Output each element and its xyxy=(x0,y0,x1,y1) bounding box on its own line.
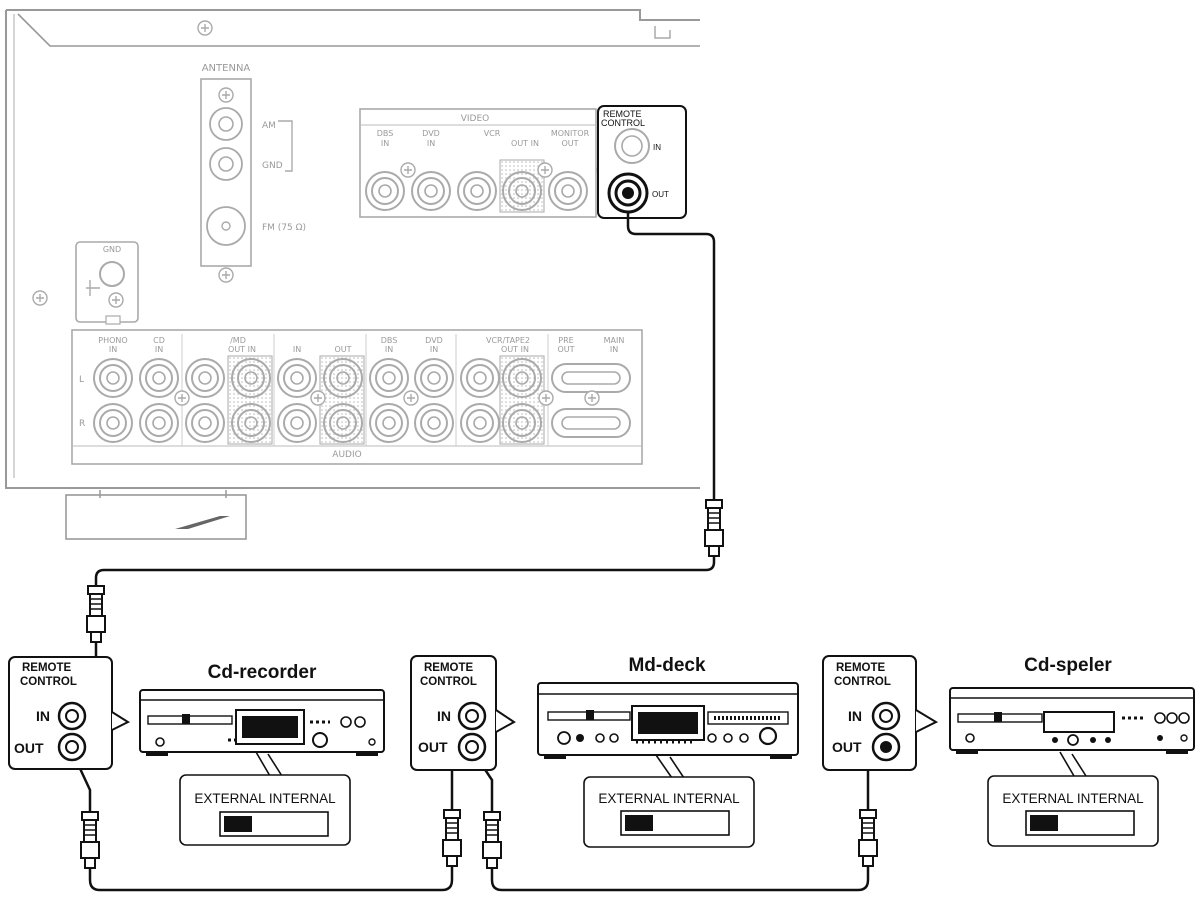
video-jack-label-3: VCR xyxy=(484,129,501,138)
plug-icon xyxy=(858,809,878,867)
switch-label: EXTERNAL INTERNAL xyxy=(1002,791,1144,806)
remote-in-label: IN xyxy=(848,708,862,724)
remote-label-1: REMOTE xyxy=(424,662,474,674)
plug-icon xyxy=(442,809,462,867)
video-jack-sub-3: OUT IN xyxy=(511,139,539,148)
receiver-remote-out: OUT xyxy=(652,190,669,199)
am-label: AM xyxy=(262,121,276,131)
receiver-remote-in: IN xyxy=(653,143,661,152)
video-jacks: VIDEO DBS IN DVD IN VCR OUT IN MONITOR O… xyxy=(359,108,612,218)
video-jack-label-2: DVD xyxy=(422,129,440,138)
plug-icon xyxy=(86,585,106,643)
receiver-remote-label-2: CONTROL xyxy=(601,118,645,128)
video-jack-label-1: DBS xyxy=(377,129,394,138)
video-jack-sub-1: IN xyxy=(381,139,389,148)
fm-label: FM (75 Ω) xyxy=(262,223,306,233)
plug-icon xyxy=(80,811,100,869)
audio-jack-label-9: PRE xyxy=(558,336,573,345)
video-jack-sub-2: IN xyxy=(427,139,435,148)
device-cd-recorder: Cd-recorder REMOTE CONTROL IN OUT EXTERN… xyxy=(8,656,385,846)
audio-jack-label-4: IN xyxy=(293,345,301,354)
audio-jack-label-1: PHONO xyxy=(98,336,127,345)
audio-jack-label-8: VCR/TAPE2 xyxy=(486,336,530,345)
receiver-remote-label-1: REMOTE xyxy=(603,109,642,119)
receiver-remote-control: REMOTE CONTROL IN OUT xyxy=(597,105,687,219)
remote-out-label: OUT xyxy=(418,739,448,755)
channel-r-label: R xyxy=(79,419,85,429)
remote-in-label: IN xyxy=(36,708,50,724)
remote-out-label: OUT xyxy=(14,740,44,756)
device-cd-speler: Cd-speler REMOTE CONTROL IN OUT EXTERNAL… xyxy=(822,655,1195,847)
audio-jack-label-3: /MD xyxy=(230,336,246,345)
device-name: Cd-recorder xyxy=(208,662,317,683)
switch-slider xyxy=(625,815,653,831)
switch-label: EXTERNAL INTERNAL xyxy=(598,791,740,806)
audio-jack-sub-9: OUT xyxy=(557,345,574,354)
video-label: VIDEO xyxy=(461,114,490,124)
antenna-block: ANTENNA AM GND FM (75 Ω) xyxy=(200,63,306,283)
switch-slider xyxy=(1030,815,1058,831)
gnd-post: GND xyxy=(75,241,139,325)
video-jack-label-4: MONITOR xyxy=(551,129,590,138)
remote-label-1: REMOTE xyxy=(836,662,886,674)
video-jack-sub-4: OUT xyxy=(561,139,578,148)
audio-label: AUDIO xyxy=(332,450,361,460)
audio-jack-sub-2: IN xyxy=(155,345,163,354)
remote-label-1: REMOTE xyxy=(22,662,72,674)
audio-jack-sub-3: OUT IN xyxy=(228,345,256,354)
gnd-post-label: GND xyxy=(103,245,121,254)
audio-jack-sub-8: OUT IN xyxy=(501,345,529,354)
antenna-label: ANTENNA xyxy=(202,63,251,74)
device-md-deck: Md-deck REMOTE CONTROL IN OUT EXTERNAL I… xyxy=(410,655,799,848)
audio-jack-label-7: DVD xyxy=(425,336,443,345)
audio-jack-sub-10: IN xyxy=(610,345,618,354)
remote-label-2: CONTROL xyxy=(20,676,77,688)
device-name: Cd-speler xyxy=(1024,655,1112,676)
audio-jack-label-6: DBS xyxy=(381,336,398,345)
audio-jack-sub-6: IN xyxy=(385,345,393,354)
remote-in-label: IN xyxy=(437,708,451,724)
audio-jack-label-2: CD xyxy=(153,336,165,345)
gnd-label: GND xyxy=(262,161,283,171)
audio-jacks: AUDIO L R PHONO IN CD IN /MD OUT IN IN O xyxy=(71,329,643,465)
audio-jack-sub-1: IN xyxy=(109,345,117,354)
audio-jack-sub-7: IN xyxy=(430,345,438,354)
switch-slider xyxy=(224,816,252,832)
audio-jack-label-5: OUT xyxy=(334,345,351,354)
switch-label: EXTERNAL INTERNAL xyxy=(194,791,336,806)
receiver-panel xyxy=(5,9,700,540)
remote-label-2: CONTROL xyxy=(420,676,477,688)
remote-out-label: OUT xyxy=(832,739,862,755)
remote-cables xyxy=(68,212,882,892)
plug-icon xyxy=(704,499,724,557)
plug-icon xyxy=(482,811,502,869)
remote-label-2: CONTROL xyxy=(834,676,891,688)
channel-l-label: L xyxy=(79,375,84,385)
audio-jack-label-10: MAIN xyxy=(604,336,625,345)
device-name: Md-deck xyxy=(628,655,706,676)
